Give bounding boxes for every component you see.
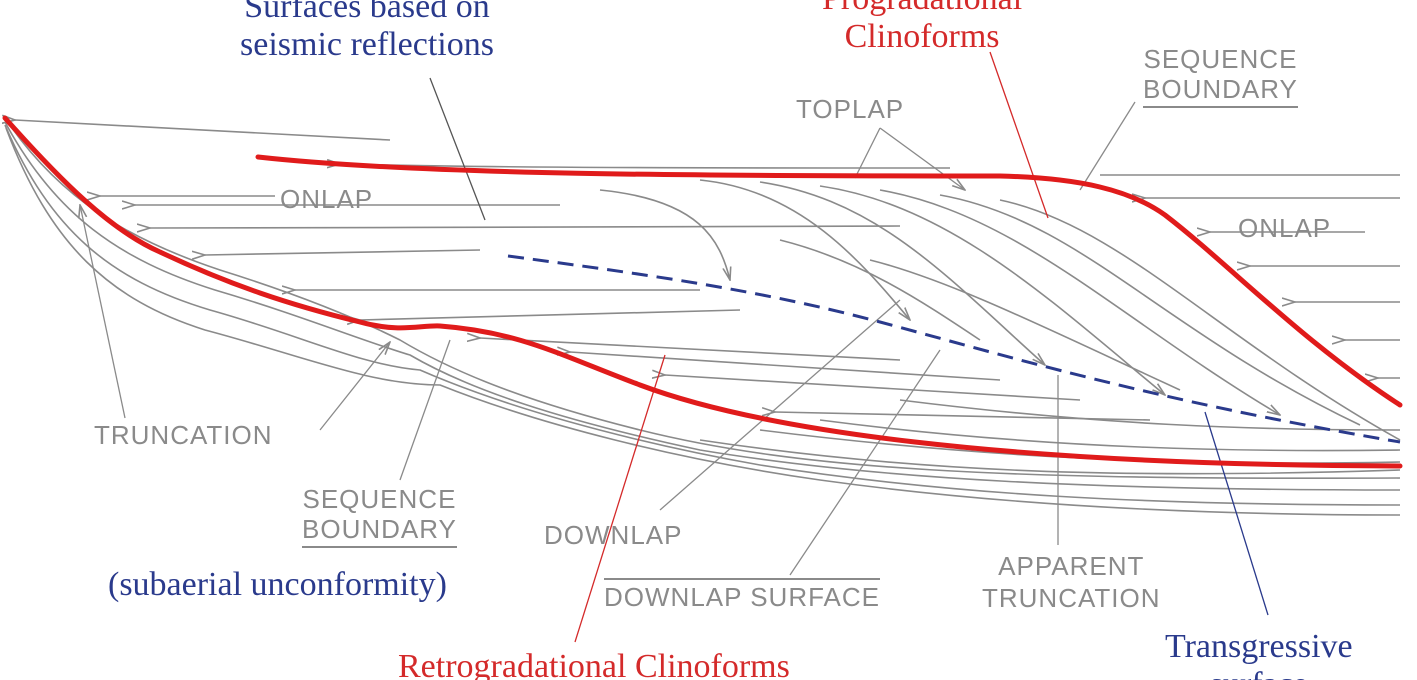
transgressive-surface-line bbox=[507, 254, 1401, 444]
onlap-line-1 bbox=[15, 120, 391, 141]
clinoform-7 bbox=[999, 199, 1401, 441]
leader-lines bbox=[80, 51, 1269, 643]
leader-sb-bottom bbox=[399, 339, 451, 481]
sequence-boundaries bbox=[2, 115, 1403, 469]
leader-sb-top bbox=[1079, 101, 1136, 191]
label-truncation: TRUNCATION bbox=[94, 420, 273, 450]
retro-line-5 bbox=[899, 399, 1401, 431]
label-sequence-boundary-bottom: SEQUENCE BOUNDARY bbox=[302, 484, 457, 548]
clinoform-3 bbox=[759, 181, 1045, 365]
label-transgressive: Transgressive surface bbox=[1165, 628, 1353, 680]
leader-retro bbox=[574, 354, 666, 643]
clinoform-1 bbox=[599, 189, 730, 280]
onlap-line-2 bbox=[340, 164, 951, 169]
upper-sequence-boundary bbox=[255, 154, 1403, 408]
reflector-basal-2 bbox=[4, 121, 1401, 491]
clinoform-5 bbox=[879, 189, 1280, 415]
leader-truncation-1 bbox=[80, 205, 126, 419]
label-progradational: Progradational Clinoforms bbox=[822, 0, 1022, 55]
retro-line-6 bbox=[819, 419, 1401, 452]
retro-line-1 bbox=[480, 338, 901, 361]
clinoform-8 bbox=[869, 259, 1181, 391]
label-onlap-left: ONLAP bbox=[280, 184, 374, 214]
label-surfaces-seismic: Surfaces based on seismic reflections bbox=[240, 0, 494, 63]
retro-line-3 bbox=[665, 375, 1081, 401]
reflector-basal-4 bbox=[5, 127, 1401, 516]
label-downlap-surface: DOWNLAP SURFACE bbox=[604, 578, 881, 613]
label-toplap: TOPLAP bbox=[796, 94, 905, 124]
leader-truncation-2 bbox=[319, 342, 390, 431]
leader-surfaces bbox=[429, 77, 486, 221]
clinoform-4 bbox=[819, 185, 1165, 395]
leader-toplap-2 bbox=[879, 127, 965, 190]
seismic-reflections bbox=[4, 117, 1401, 516]
clinoform-6 bbox=[939, 194, 1361, 426]
reflector-basal-1 bbox=[4, 117, 1401, 480]
reflector-basal-3 bbox=[4, 124, 1401, 506]
retro-line-8 bbox=[699, 439, 1401, 475]
label-downlap: DOWNLAP bbox=[544, 520, 683, 550]
onlap-line-8 bbox=[360, 309, 741, 320]
onlap-line-6 bbox=[205, 249, 481, 255]
retro-line-2 bbox=[570, 352, 1001, 381]
leader-downlap bbox=[659, 299, 901, 511]
leader-prograd bbox=[989, 51, 1049, 219]
leader-downlap-surface bbox=[789, 349, 941, 576]
label-onlap-right: ONLAP bbox=[1238, 213, 1332, 243]
clinoform-9 bbox=[779, 239, 981, 341]
leader-toplap-1 bbox=[854, 127, 881, 179]
lower-sequence-boundary bbox=[2, 115, 1403, 469]
label-subaerial: (subaerial unconformity) bbox=[108, 566, 447, 603]
clinoform-2 bbox=[699, 179, 910, 320]
onlap-line-5 bbox=[150, 226, 901, 228]
label-apparent-truncation: APPARENT TRUNCATION bbox=[982, 551, 1161, 613]
leader-transgressive bbox=[1204, 411, 1269, 616]
label-retrogradational: Retrogradational Clinoforms bbox=[398, 648, 790, 680]
label-sequence-boundary-top: SEQUENCE BOUNDARY bbox=[1143, 44, 1298, 108]
